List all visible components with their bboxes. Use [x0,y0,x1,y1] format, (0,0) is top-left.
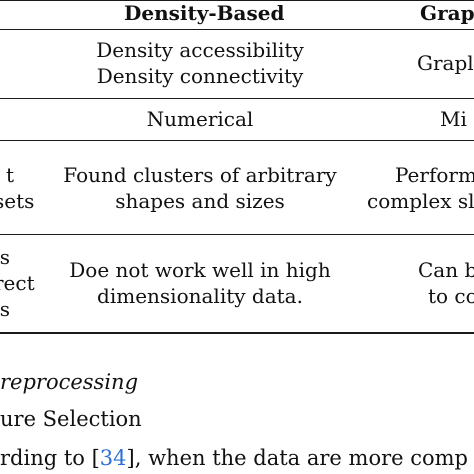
table-top-rule [0,0,474,1]
citation-link[interactable]: 34 [99,446,127,470]
sentence-end: ], when the data are more comp [126,446,468,470]
row4-graph-line-1: Can b [418,258,474,282]
row3-density-line-1: Found clusters of arbitrary [63,163,337,187]
row4-left-line-3: s [0,297,10,321]
sentence-start: rding to [ [0,446,100,470]
row1-density-line-2: Density connectivity [96,64,304,88]
row3-graph-line-1: Perform [395,163,474,187]
row3-density-cell: Found clusters of arbitrary shapes and s… [60,162,340,214]
row4-graph-line-2: to co [428,284,474,308]
row2-density-cell: Numerical [146,107,254,131]
header-density-based: Density-Based [124,1,285,25]
table-row2-rule [0,140,474,141]
header-graph-based: Grap [420,1,474,25]
row3-graph-cell: Perform complex sl [367,162,474,214]
row1-density-line-1: Density accessibility [96,38,304,62]
row4-density-line-2: dimensionality data. [97,284,303,308]
row3-density-line-2: shapes and sizes [115,189,285,213]
row3-graph-line-2: complex sl [367,189,474,213]
row4-density-cell: Doe not work well in high dimensionality… [60,257,340,309]
row1-density-cell: Density accessibility Density connectivi… [60,37,340,89]
table-row1-rule [0,98,474,99]
row4-density-line-1: Doe not work well in high [69,258,331,282]
row3-left-line-2: sets [0,189,35,213]
subsection-heading: ure Selection [0,407,142,431]
body-paragraph-line: rding to [34], when the data are more co… [0,444,468,472]
table-row3-rule [0,234,474,235]
row1-graph-cell: Grapl [417,51,474,75]
row4-graph-cell: Can b to co [418,257,474,309]
row3-left-line-1: t [5,163,14,187]
table-header-rule [0,29,474,30]
table-bottom-rule [0,332,474,334]
row4-left-line-2: rect [0,271,35,295]
section-heading: reprocessing [0,370,139,394]
row4-left-line-1: s [0,245,10,269]
row2-graph-cell: Mi [440,107,467,131]
